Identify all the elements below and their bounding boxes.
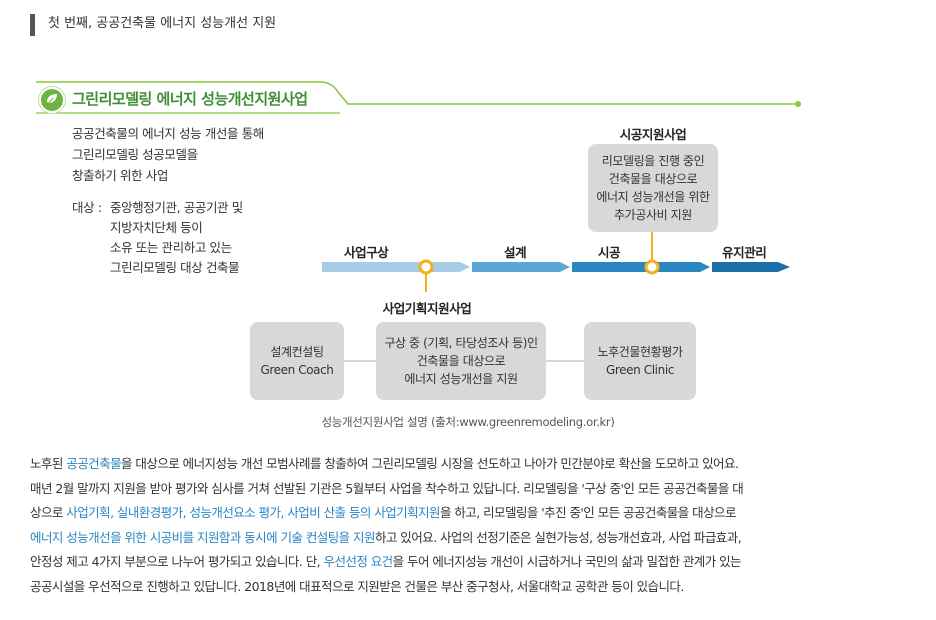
description-line: 그린리모델링 성공모델을 bbox=[72, 147, 198, 162]
section-title-text: 첫 번째, 공공건축물 에너지 성능개선 지원 bbox=[48, 16, 277, 31]
box-line: 추가공사비 지원 bbox=[614, 208, 692, 222]
marker-planning bbox=[418, 259, 434, 275]
stage-arrow-maintenance bbox=[712, 262, 790, 272]
construction-support-title: 시공지원사업 bbox=[619, 127, 687, 142]
leaf-icon bbox=[38, 86, 66, 114]
section-title: 첫 번째, 공공건축물 에너지 성능개선 지원 bbox=[30, 12, 276, 36]
figure-caption: 성능개선지원사업 설명 (출처:www.greenremodeling.or.k… bbox=[321, 415, 615, 429]
box-line: Green Coach bbox=[260, 363, 334, 377]
program-target: 대상 : 중앙행정기관, 공공기관 및 지방자치단체 등이 소유 또는 관리하고… bbox=[72, 198, 332, 282]
program-description: 공공건축물의 에너지 성능 개선을 통해 그린리모델링 성공모델을 창출하기 위… bbox=[72, 123, 264, 186]
stage-label-design: 설계 bbox=[504, 245, 527, 260]
banner-end-dot bbox=[795, 101, 801, 107]
box-line: 건축물을 대상으로 bbox=[608, 172, 698, 186]
target-line: 지방자치단체 등이 bbox=[110, 220, 203, 235]
box-line: 에너지 성능개선을 위한 bbox=[596, 190, 710, 204]
body-paragraph: 노후된 공공건축물을 대상으로 에너지성능 개선 모범사례를 창출하여 그린리모… bbox=[30, 452, 820, 599]
program-diagram bbox=[36, 81, 801, 362]
box-line: 건축물을 대상으로 bbox=[416, 354, 506, 368]
stage-label-maintenance: 유지관리 bbox=[722, 245, 767, 260]
body-line: 공공시설을 우선적으로 진행하고 있답니다. 2018년에 대표적으로 지원받은… bbox=[30, 578, 684, 594]
box-line: 리모델링을 진행 중인 bbox=[601, 154, 705, 168]
program-name: 그린리모델링 에너지 성능개선지원사업 bbox=[72, 90, 308, 108]
highlight-text: 우선선정 요건 bbox=[323, 554, 394, 569]
planning-support-box: 구상 중 (기획, 타당성조사 등)인 건축물을 대상으로 에너지 성능개선을 … bbox=[376, 322, 546, 400]
highlight-text: 공공건축물 bbox=[66, 456, 122, 471]
title-bar bbox=[30, 14, 35, 36]
marker-construction bbox=[644, 259, 660, 275]
body-line: 매년 2월 말까지 지원을 받아 평가와 심사를 거쳐 선발된 기관은 5월부터… bbox=[30, 480, 744, 496]
target-line: 그린리모델링 대상 건축물 bbox=[110, 260, 240, 275]
box-line: 에너지 성능개선을 지원 bbox=[404, 372, 518, 386]
target-label: 대상 : bbox=[72, 200, 102, 215]
box-line: 구상 중 (기획, 타당성조사 등)인 bbox=[384, 336, 538, 350]
planning-support-title: 사업기획지원사업 bbox=[382, 301, 472, 316]
body-line: 안정성 제고 4가지 부분으로 나누어 평가되고 있습니다. 단, 우선선정 요… bbox=[30, 554, 742, 569]
body-line: 에너지 성능개선을 위한 시공비를 지원함과 동시에 기술 컨설팅을 지원하고 … bbox=[30, 529, 742, 545]
stage-arrow-construction bbox=[572, 262, 710, 272]
box-line: Green Clinic bbox=[606, 363, 674, 377]
stage-label-planning: 사업구상 bbox=[344, 245, 389, 260]
design-consulting-box: 설계컨설팅 Green Coach bbox=[250, 322, 344, 400]
description-line: 공공건축물의 에너지 성능 개선을 통해 bbox=[72, 126, 264, 141]
description-line: 창출하기 위한 사업 bbox=[72, 168, 168, 183]
stage-arrow-design bbox=[472, 262, 570, 272]
body-line: 노후된 공공건축물을 대상으로 에너지성능 개선 모범사례를 창출하여 그린리모… bbox=[30, 456, 739, 471]
stage-label-construction: 시공 bbox=[598, 245, 621, 260]
highlight-text: 사업기획, 실내환경평가, 성능개선요소 평가, 사업비 산출 등의 사업기획지… bbox=[66, 505, 440, 520]
box-line: 노후건물현황평가 bbox=[597, 345, 683, 359]
construction-support-box: 리모델링을 진행 중인 건축물을 대상으로 에너지 성능개선을 위한 추가공사비… bbox=[588, 144, 718, 232]
body-line: 상으로 사업기획, 실내환경평가, 성능개선요소 평가, 사업비 산출 등의 사… bbox=[30, 505, 736, 520]
banner-underline bbox=[36, 81, 798, 105]
highlight-text: 에너지 성능개선을 위한 시공비를 지원함과 동시에 기술 컨설팅을 지원 bbox=[30, 529, 376, 545]
target-line: 소유 또는 관리하고 있는 bbox=[110, 240, 232, 255]
target-line: 중앙행정기관, 공공기관 및 bbox=[110, 200, 243, 215]
stage-arrow-planning bbox=[322, 262, 470, 272]
box-line: 설계컨설팅 bbox=[270, 345, 324, 359]
green-clinic-box: 노후건물현황평가 Green Clinic bbox=[584, 322, 696, 400]
